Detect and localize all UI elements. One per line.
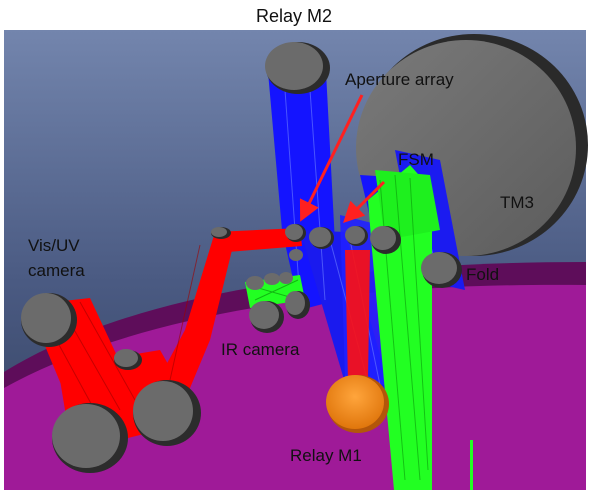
fsm-mirror xyxy=(345,226,368,246)
vis-uv-camera-mirror-top xyxy=(21,293,77,347)
aperture-array-arrow xyxy=(299,94,364,222)
vis-uv-camera-mirror-small xyxy=(114,349,142,370)
vis-uv-camera-mirror-lower-right xyxy=(133,380,201,446)
relay-m2-mirror xyxy=(265,42,330,94)
fold-label: Fold xyxy=(466,265,499,284)
title-band xyxy=(0,0,589,30)
fsm-label: FSM xyxy=(398,150,434,169)
fsm-arrow xyxy=(343,180,386,223)
vis-fold-mirror-top-left xyxy=(211,227,231,239)
relay-m1-label: Relay M1 xyxy=(290,446,362,465)
vis-uv-label-line2: camera xyxy=(28,261,85,280)
relay-m1-mirror xyxy=(326,375,389,433)
pickoff-mirror xyxy=(370,226,401,254)
title-label: Relay M2 xyxy=(256,6,332,26)
tm3-label: TM3 xyxy=(500,193,534,212)
ir-camera-label: IR camera xyxy=(221,340,300,359)
aperture-array-mirrors xyxy=(285,224,334,261)
aperture-array-label: Aperture array xyxy=(345,70,454,89)
vis-uv-label-line1: Vis/UV xyxy=(28,236,80,255)
ir-camera-assembly xyxy=(245,272,310,333)
vis-uv-camera-mirror-lower-left xyxy=(52,403,128,473)
fold-mirror xyxy=(421,252,462,288)
